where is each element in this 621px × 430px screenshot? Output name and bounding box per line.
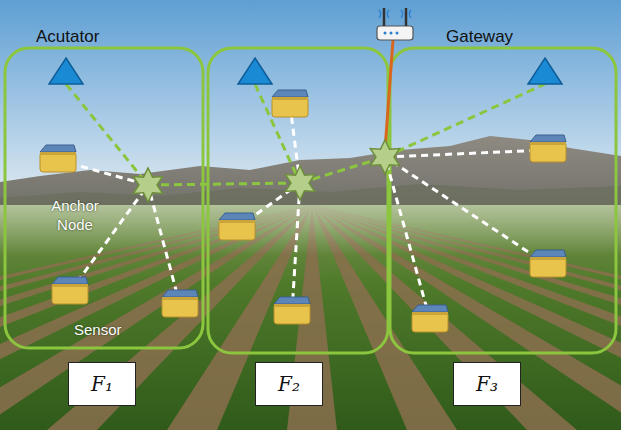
anchor-node-label: Anchor Node: [38, 196, 112, 234]
field-name: F₁: [91, 373, 113, 395]
sensor-icons: [40, 90, 566, 332]
sensor-label: Sensor: [74, 320, 144, 339]
field-box: F₃: [453, 362, 521, 406]
field-name: F₃: [476, 373, 498, 395]
field: [0, 205, 621, 430]
field-box: F₂: [255, 362, 323, 406]
field-box: F₁: [68, 362, 136, 406]
gateway-label: Gateway: [446, 27, 536, 47]
anchor-links: [66, 84, 545, 185]
actuator-label: Acutator: [36, 27, 99, 46]
gateway-wire: [385, 40, 393, 150]
field-name: F₂: [278, 373, 300, 395]
router-icon: [377, 8, 413, 40]
sensor-links: [58, 105, 548, 320]
sensor-label: Sensor: [74, 321, 122, 338]
actuator-label: Acutator: [36, 27, 116, 47]
anchor-icons: [133, 140, 399, 202]
gateway-label: Gateway: [446, 27, 513, 46]
sky: [0, 0, 621, 215]
soil-rows: [0, 205, 621, 430]
actuator-icons: [49, 58, 562, 84]
field-regions: [5, 48, 616, 353]
anchor-node-label: Anchor Node: [51, 197, 99, 233]
